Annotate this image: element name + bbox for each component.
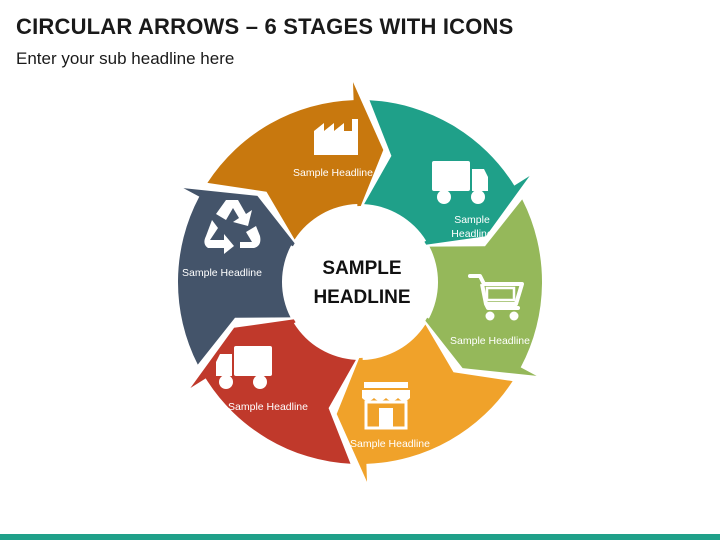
delivery-truck-icon — [216, 346, 272, 389]
page-subtitle: Enter your sub headline here — [16, 49, 235, 68]
factory-icon — [314, 119, 358, 155]
stage-2-label: Sample — [454, 214, 490, 226]
storefront-icon — [362, 382, 410, 430]
recycle-icon — [204, 200, 261, 254]
center-headline-line2: HEADLINE — [313, 287, 410, 308]
center-headline-line1: SAMPLE — [322, 258, 401, 279]
center-circle — [284, 206, 436, 358]
stage-arrow-4 — [336, 324, 513, 482]
stage-arrow-1 — [207, 82, 384, 240]
stage-4-label: Sample Headline — [350, 438, 430, 450]
stage-2-label: Headline — [451, 228, 493, 240]
stage-5-label: Sample Headline — [228, 401, 308, 413]
stage-6-label: Sample Headline — [182, 267, 262, 279]
delivery-truck-icon — [432, 161, 488, 204]
stage-3-label: Sample Headline — [450, 335, 530, 347]
page-title: CIRCULAR ARROWS – 6 STAGES WITH ICONS — [16, 14, 514, 39]
footer-bar — [0, 534, 720, 540]
shopping-cart-icon — [468, 274, 524, 321]
stage-1-label: Sample Headline — [293, 167, 373, 179]
